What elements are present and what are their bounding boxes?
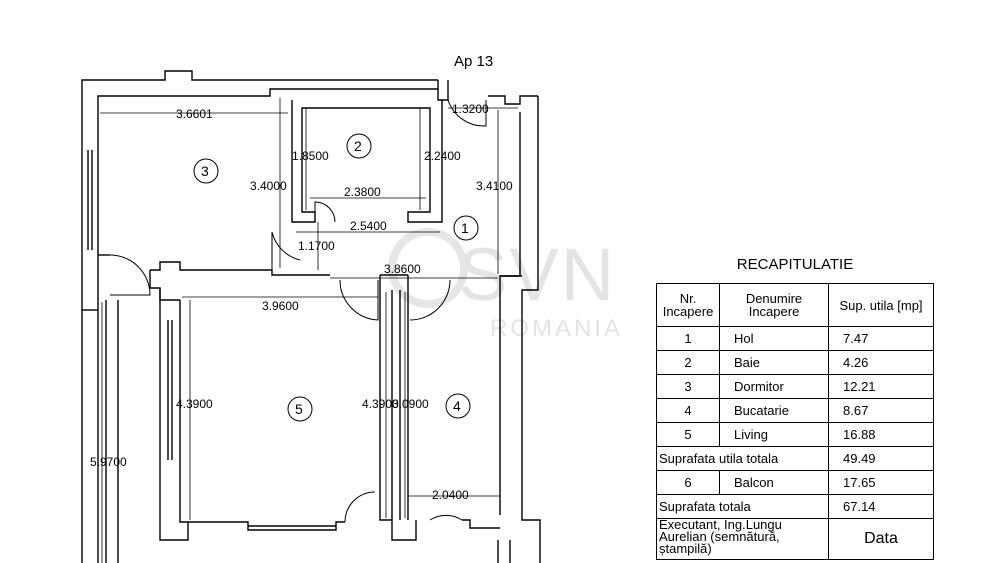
cell-name: Living (719, 422, 829, 447)
cell-area: 17.65 (828, 470, 934, 495)
table-row: 4 Bucatarie 8.67 (656, 398, 934, 423)
dim-label: 3.9600 (262, 299, 299, 313)
room-number: 2 (354, 138, 362, 154)
dim-label: 1.3200 (452, 102, 489, 116)
dim-label: 1.1700 (298, 239, 335, 253)
dim-label: 3.0900 (392, 397, 429, 411)
cell-area: 16.88 (828, 422, 934, 447)
watermark-sub: ROMANIA (490, 315, 623, 342)
executant-row: Executant, Ing.Lungu Aurelian (semnătură… (656, 518, 934, 560)
usable-total-row: Suprafata utila totala 49.49 (656, 446, 934, 471)
table-row: 1 Hol 7.47 (656, 326, 934, 351)
cell-nr: 1 (656, 326, 720, 351)
plan-title: Ap 13 (454, 53, 493, 70)
dim-label: 3.8600 (384, 262, 421, 276)
total-value: 67.14 (828, 494, 934, 519)
total-label: Suprafata totala (656, 494, 829, 519)
doors (109, 99, 487, 523)
table-row: 3 Dormitor 12.21 (656, 374, 934, 399)
dim-label: 4.3900 (176, 397, 213, 411)
cell-nr: 3 (656, 374, 720, 399)
executant-text: Executant, Ing.Lungu Aurelian (semnătură… (656, 518, 829, 560)
dim-label: 5.9700 (90, 455, 127, 469)
dim-label: 2.3800 (344, 185, 381, 199)
table-row: 6 Balcon 17.65 (656, 470, 934, 495)
watermark: SVN ROMANIA (388, 228, 623, 342)
dim-label: 2.5400 (350, 219, 387, 233)
room-number: 1 (461, 220, 469, 236)
dim-label: 3.4000 (250, 179, 287, 193)
dim-label: 1.8500 (292, 149, 329, 163)
header-area: Sup. utila [mp] (828, 283, 934, 327)
table-row: 2 Baie 4.26 (656, 350, 934, 375)
dimension-labels: 3.6601 1.3200 1.8500 2.2400 3.4000 2.380… (90, 102, 513, 502)
dim-label: 3.4100 (476, 179, 513, 193)
dim-label: 2.2400 (424, 149, 461, 163)
cell-nr: 2 (656, 350, 720, 375)
room-number: 5 (295, 401, 303, 417)
date-label: Data (828, 518, 934, 560)
cell-name: Bucatarie (719, 398, 829, 423)
cell-area: 8.67 (828, 398, 934, 423)
room-number: 4 (453, 398, 461, 414)
header-name: Denumire Incapere (719, 283, 829, 327)
walls (81, 70, 541, 563)
dim-label: 3.6601 (176, 107, 213, 121)
table-row: 5 Living 16.88 (656, 422, 934, 447)
cell-nr: 5 (656, 422, 720, 447)
room-number: 3 (201, 163, 209, 179)
dim-label: 2.0400 (432, 488, 469, 502)
cell-name: Balcon (719, 470, 829, 495)
recap-table: Nr. Incapere Denumire Incapere Sup. util… (656, 283, 934, 560)
usable-total-label: Suprafata utila totala (656, 446, 829, 471)
cell-nr: 6 (656, 470, 720, 495)
cell-name: Baie (719, 350, 829, 375)
recap-title: RECAPITULATIE (736, 256, 854, 273)
cell-name: Dormitor (719, 374, 829, 399)
cell-area: 7.47 (828, 326, 934, 351)
cell-area: 12.21 (828, 374, 934, 399)
cell-area: 4.26 (828, 350, 934, 375)
cell-name: Hol (719, 326, 829, 351)
usable-total-value: 49.49 (828, 446, 934, 471)
dim-label: 4.3900 (362, 397, 399, 411)
table-header-row: Nr. Incapere Denumire Incapere Sup. util… (656, 283, 934, 327)
watermark-main: SVN (458, 233, 616, 316)
room-numbers: 1 2 3 4 5 (201, 138, 469, 417)
cell-nr: 4 (656, 398, 720, 423)
total-row: Suprafata totala 67.14 (656, 494, 934, 519)
header-nr: Nr. Incapere (656, 283, 720, 327)
dimension-lines (100, 98, 518, 563)
room-markers (193, 133, 479, 422)
